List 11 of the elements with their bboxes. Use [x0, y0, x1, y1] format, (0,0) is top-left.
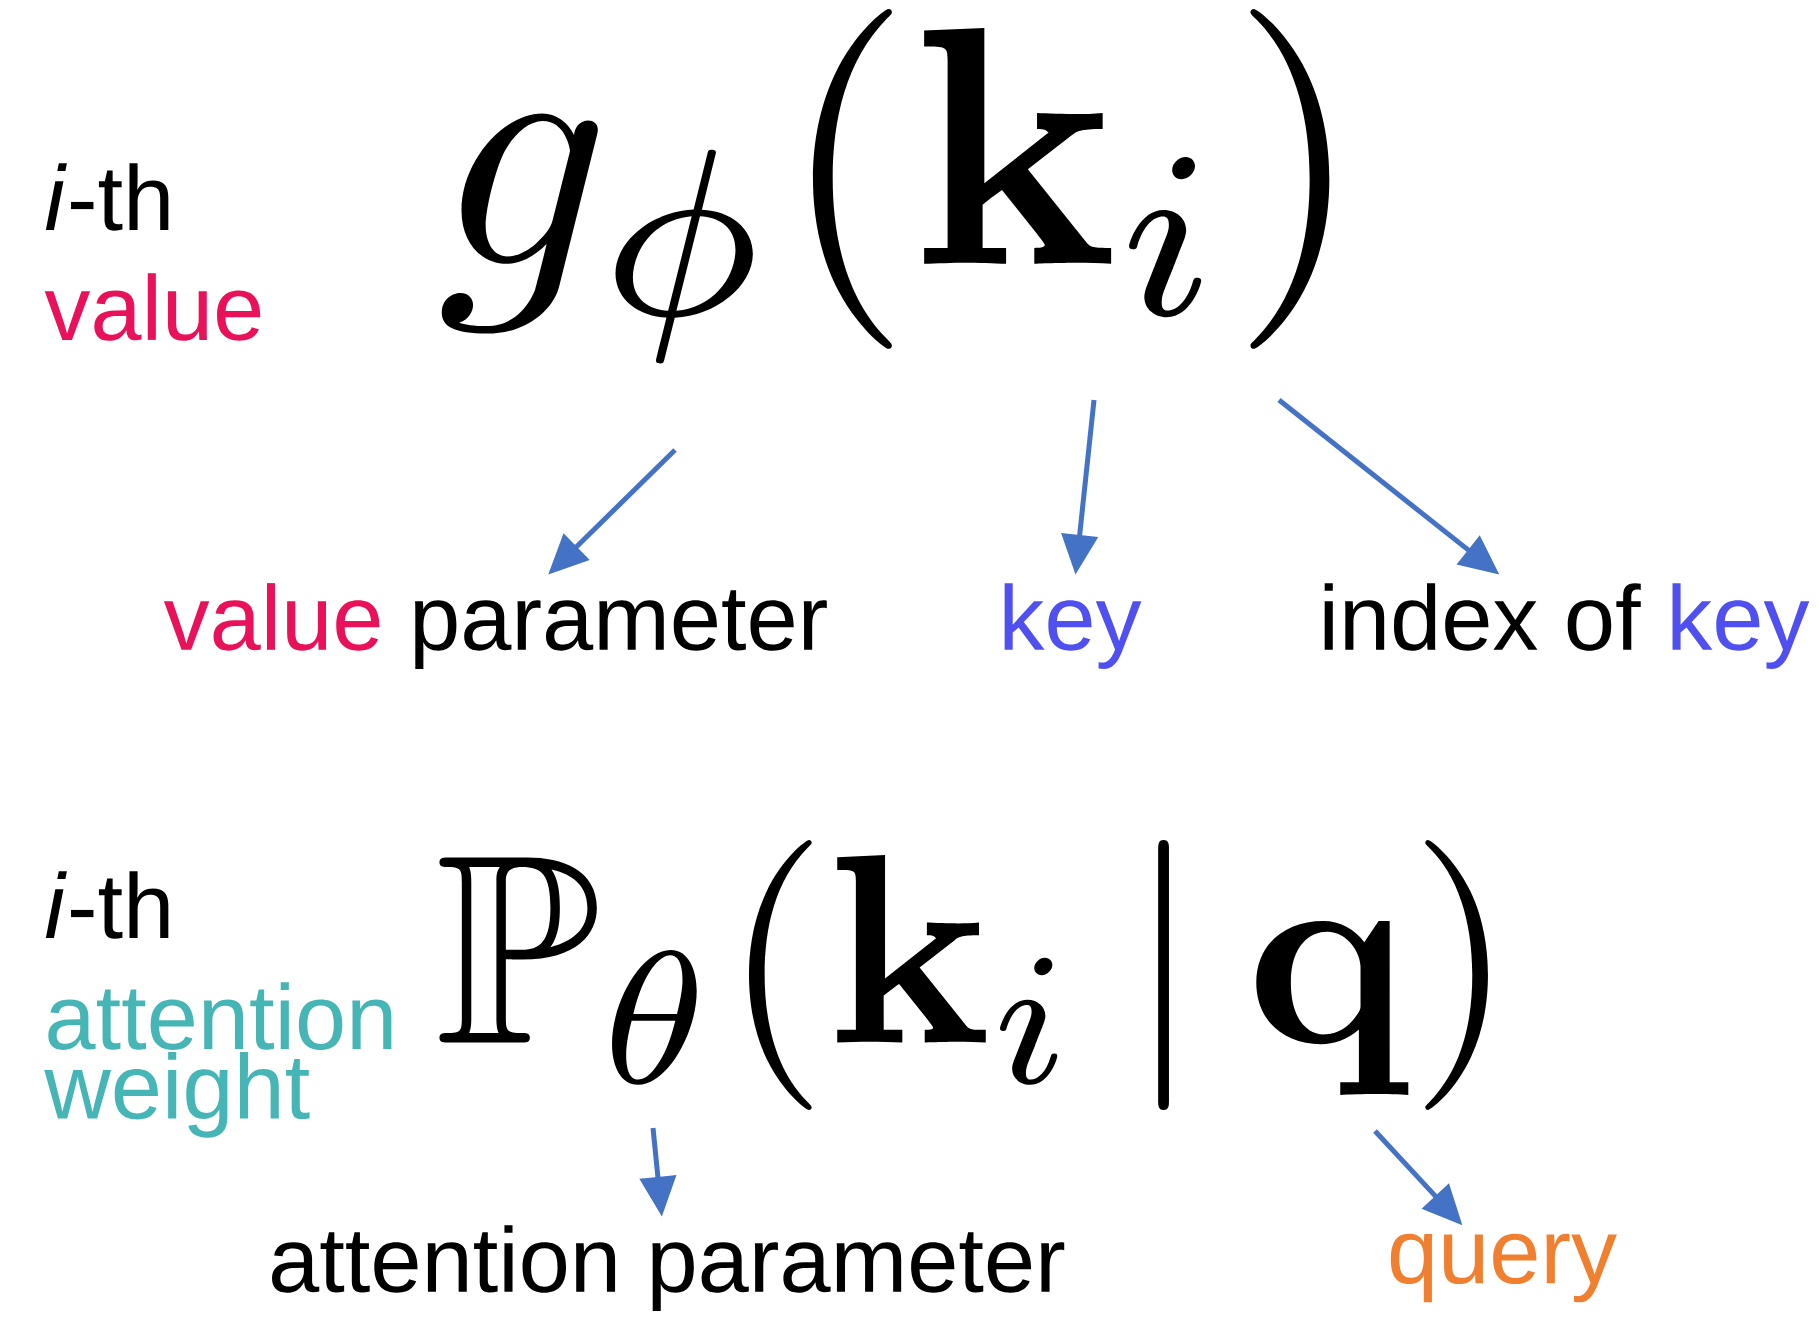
side-label: attention weight — [44, 982, 392, 1138]
formula: $g_{\phi}(\mathbf{k}_{i})$ — [441, 8, 1330, 364]
side-label: value — [44, 273, 261, 341]
annotation-text: query — [1390, 1233, 1617, 1303]
side-label: i-th — [45, 163, 169, 231]
formula: $\mathbb{P}_{\theta}(\mathbf{k}_{i}\,|\,\mathbf{q})$ — [439, 840, 1488, 1110]
annotation-text: value parameter — [163, 583, 827, 669]
side-label: i-th — [45, 871, 169, 939]
annotation-text: attention parameter — [272, 1225, 1065, 1311]
annotation-text: index of key — [1324, 583, 1810, 669]
annotation-text: key — [1004, 583, 1142, 669]
